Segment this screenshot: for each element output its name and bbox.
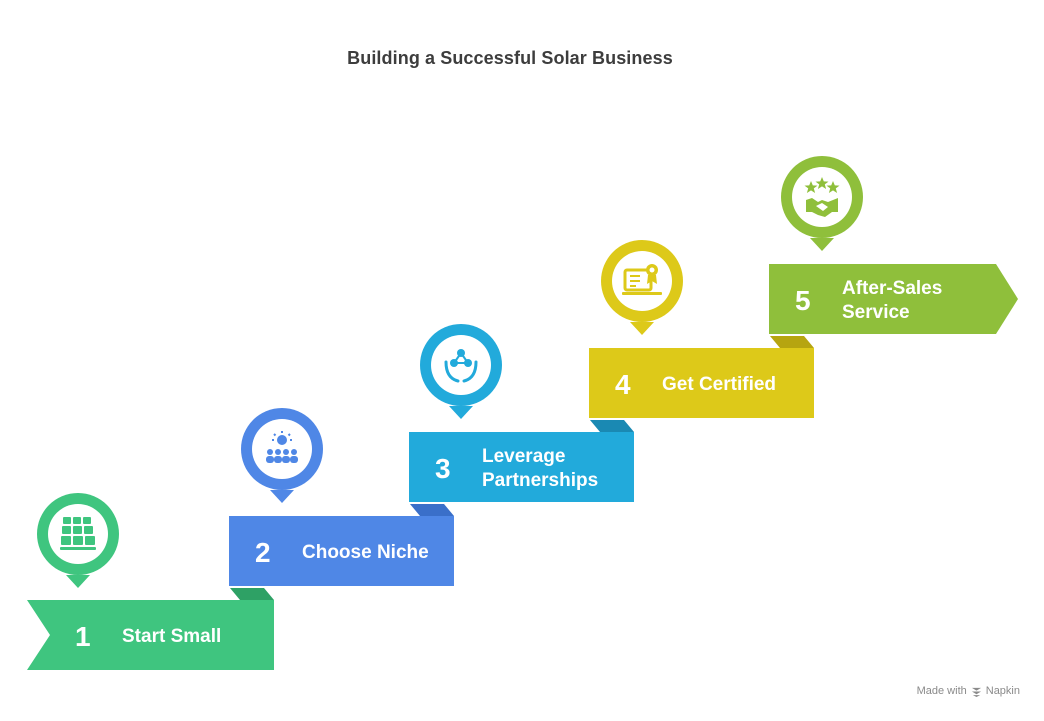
step-3-pin <box>420 324 502 419</box>
step-3: 3 Leverage Partnerships <box>409 324 634 502</box>
step-1-number: 1 <box>75 621 91 652</box>
step-2: 2 Choose Niche <box>229 408 454 586</box>
step-1-fold <box>230 588 274 600</box>
handshake-stars-icon <box>804 177 840 217</box>
napkin-brand-text: Napkin <box>985 685 1020 697</box>
solar-panel-icon <box>60 517 96 550</box>
napkin-logo-icon <box>971 687 981 697</box>
certificate-icon <box>622 264 662 295</box>
step-5-number: 5 <box>795 285 811 316</box>
step-1: 1 Start Small <box>27 493 274 670</box>
step-3-label: Leverage Partnerships <box>482 446 598 491</box>
step-4-pin <box>601 240 683 335</box>
page-title: Building a Successful Solar Business <box>347 48 673 68</box>
step-5-pin <box>781 156 863 251</box>
step-3-ribbon <box>409 432 634 502</box>
step-4-number: 4 <box>615 369 631 400</box>
step-5-label: After-Sales Service <box>842 278 948 323</box>
step-2-fold <box>410 504 454 516</box>
step-2-label: Choose Niche <box>302 542 429 563</box>
step-3-label-line-2: Partnerships <box>482 470 598 491</box>
step-3-fold <box>590 420 634 432</box>
sun-audience-icon <box>266 431 298 463</box>
footer-credit: Made with Napkin <box>917 685 1020 697</box>
step-1-label: Start Small <box>122 626 221 647</box>
step-2-ribbon <box>229 516 454 586</box>
step-2-label-line: Choose Niche <box>302 542 429 563</box>
step-2-pin <box>241 408 323 503</box>
step-1-label-line: Start Small <box>122 626 221 647</box>
step-5-label-line-2: Service <box>842 302 910 323</box>
step-4-ribbon <box>589 348 814 418</box>
step-5-label-line-1: After-Sales <box>842 278 942 299</box>
made-with-text: Made with <box>916 685 967 697</box>
step-4-label: Get Certified <box>662 374 776 395</box>
step-4-fold <box>770 336 814 348</box>
step-5-ribbon <box>769 264 1018 334</box>
step-5: 5 After-Sales Service <box>769 156 1018 334</box>
hands-network-icon <box>444 349 478 383</box>
step-4-label-line: Get Certified <box>662 374 776 395</box>
step-4: 4 Get Certified <box>589 240 814 418</box>
step-1-ribbon <box>27 600 274 670</box>
step-1-pin <box>37 493 119 588</box>
step-3-number: 3 <box>435 453 451 484</box>
step-2-number: 2 <box>255 537 271 568</box>
step-3-label-line-1: Leverage <box>482 446 565 467</box>
